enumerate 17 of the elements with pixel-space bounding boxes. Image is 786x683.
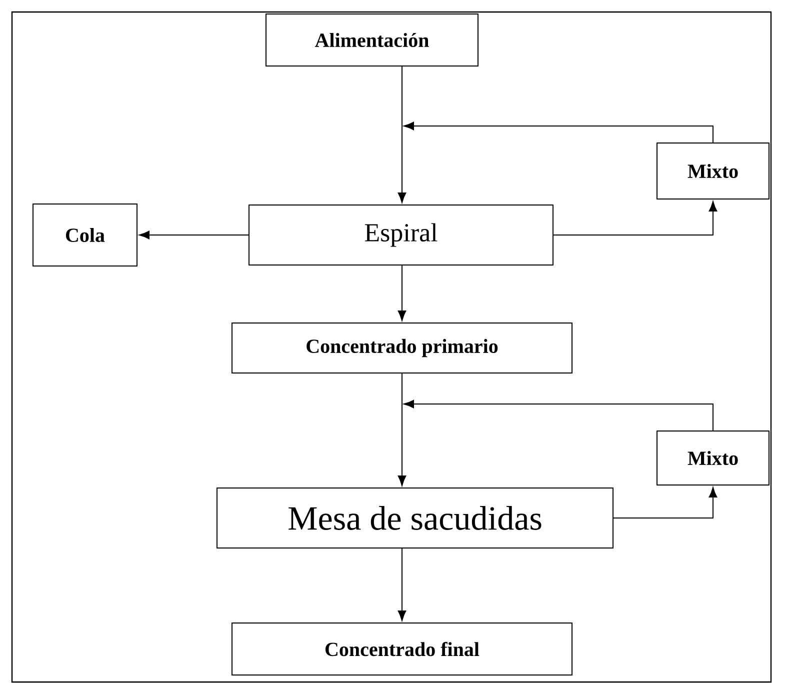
arrow	[398, 373, 406, 486]
arrow	[139, 230, 249, 240]
stream-box: Mixto	[656, 430, 770, 486]
arrow	[613, 487, 718, 518]
arrow	[404, 400, 714, 431]
arrow	[553, 201, 718, 236]
process-box: Espiral	[248, 204, 554, 266]
stream-box: Alimentación	[266, 14, 478, 66]
arrow	[398, 66, 406, 203]
stream-box: Mixto	[656, 142, 770, 200]
process-box: Mesa de sacudidas	[216, 488, 614, 548]
stream-box: Cola	[32, 204, 138, 266]
arrow	[398, 265, 406, 321]
stream-box: Concentrado final	[232, 622, 572, 676]
stream-box: Concentrado primario	[232, 322, 572, 374]
arrow	[404, 122, 714, 143]
arrow	[398, 548, 406, 621]
